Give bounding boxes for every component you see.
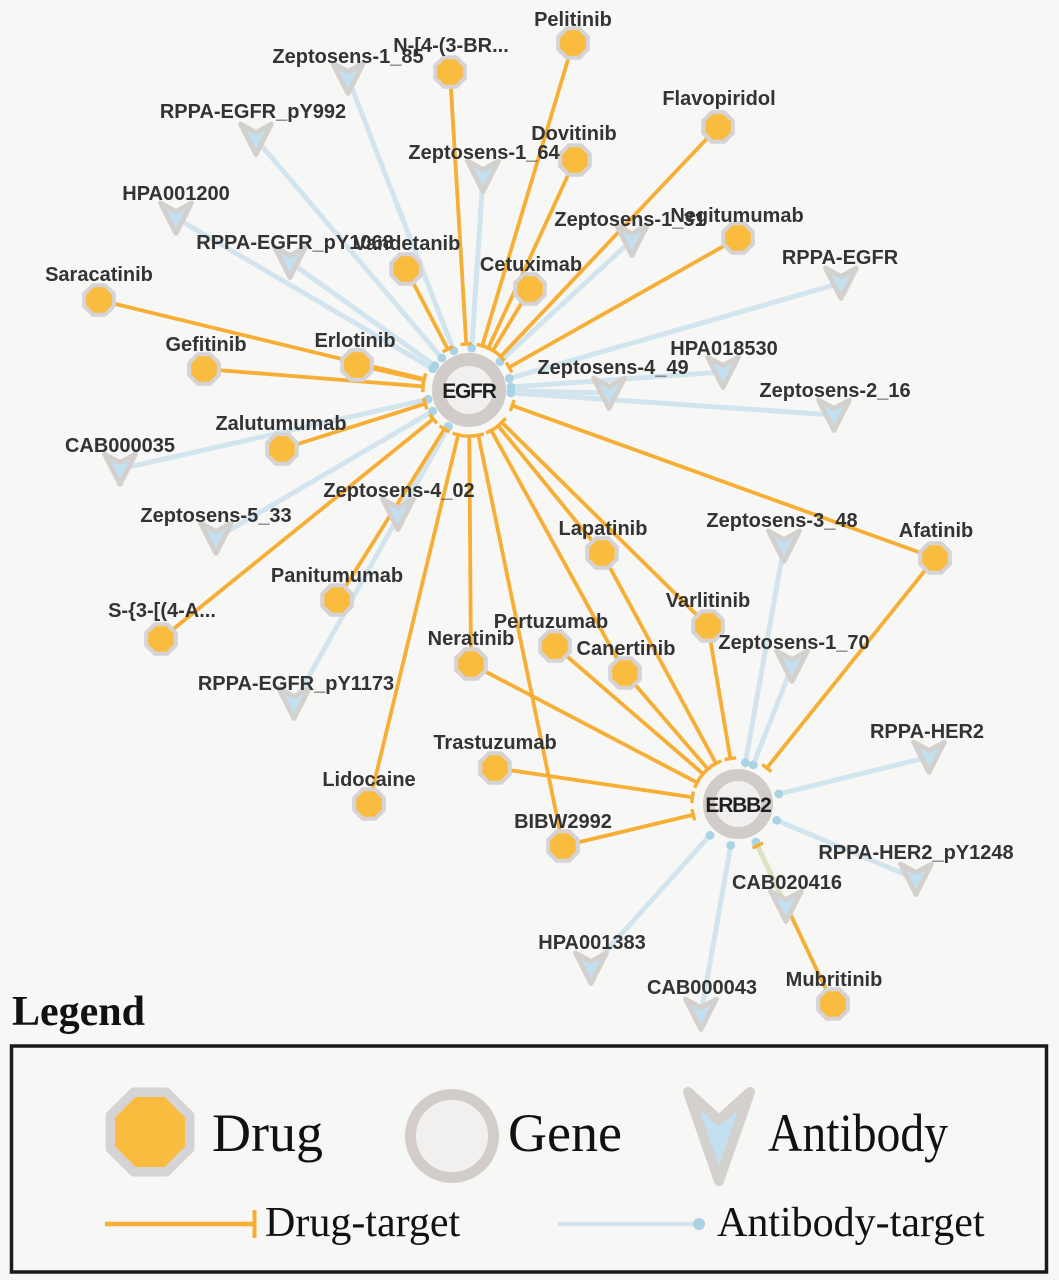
svg-text:Zeptosens-1_64: Zeptosens-1_64 (408, 142, 560, 164)
svg-text:Zeptosens-4_49: Zeptosens-4_49 (537, 357, 688, 379)
svg-text:CAB000043: CAB000043 (647, 977, 757, 999)
svg-text:RPPA-EGFR_pY992: RPPA-EGFR_pY992 (160, 101, 346, 123)
svg-text:RPPA-EGFR_pY1173: RPPA-EGFR_pY1173 (198, 673, 394, 695)
svg-text:Pelitinib: Pelitinib (534, 9, 612, 31)
svg-text:RPPA-EGFR: RPPA-EGFR (782, 247, 899, 269)
svg-text:Erlotinib: Erlotinib (314, 330, 395, 352)
svg-text:S-{3-[(4-A...: S-{3-[(4-A... (108, 600, 216, 622)
svg-text:Canertinib: Canertinib (577, 638, 676, 660)
svg-text:Zeptosens-1_85: Zeptosens-1_85 (272, 46, 423, 68)
svg-text:Dovitinib: Dovitinib (531, 123, 617, 145)
svg-text:Flavopiridol: Flavopiridol (662, 88, 775, 110)
svg-text:Zeptosens-4_02: Zeptosens-4_02 (323, 480, 474, 502)
svg-text:Pertuzumab: Pertuzumab (494, 611, 608, 633)
svg-text:RPPA-HER2: RPPA-HER2 (870, 721, 984, 743)
svg-text:RPPA-HER2_pY1248: RPPA-HER2_pY1248 (818, 842, 1013, 864)
svg-text:ERBB2: ERBB2 (705, 794, 771, 817)
svg-text:Varlitinib: Varlitinib (666, 590, 750, 612)
svg-text:Antibody-target: Antibody-target (717, 1200, 985, 1246)
svg-text:Cetuximab: Cetuximab (480, 254, 582, 276)
svg-text:N-[4-(3-BR...: N-[4-(3-BR... (393, 35, 509, 57)
svg-text:Saracatinib: Saracatinib (45, 264, 153, 286)
svg-text:Vandetanib: Vandetanib (354, 233, 461, 255)
svg-text:Afatinib: Afatinib (899, 520, 973, 542)
svg-text:Neratinib: Neratinib (428, 628, 515, 650)
svg-text:Zeptosens-3_48: Zeptosens-3_48 (706, 510, 857, 532)
svg-text:Lapatinib: Lapatinib (559, 518, 648, 540)
svg-text:Antibody: Antibody (768, 1103, 948, 1163)
svg-text:Trastuzumab: Trastuzumab (433, 732, 556, 754)
svg-text:Gefitinib: Gefitinib (165, 334, 246, 356)
svg-text:Legend: Legend (12, 989, 145, 1035)
svg-text:Zeptosens-5_33: Zeptosens-5_33 (140, 505, 291, 527)
svg-text:CAB020416: CAB020416 (732, 872, 842, 894)
svg-text:Gene: Gene (508, 1103, 622, 1163)
svg-text:HPA001383: HPA001383 (538, 932, 645, 954)
svg-text:EGFR: EGFR (442, 380, 497, 403)
svg-text:HPA018530: HPA018530 (670, 338, 777, 360)
svg-text:Lidocaine: Lidocaine (322, 769, 415, 791)
svg-text:Panitumumab: Panitumumab (271, 565, 403, 587)
svg-text:Zeptosens-2_16: Zeptosens-2_16 (759, 380, 910, 402)
svg-text:Mubritinib: Mubritinib (786, 969, 883, 991)
svg-text:Drug: Drug (212, 1103, 323, 1163)
svg-text:Zeptosens-1_70: Zeptosens-1_70 (718, 632, 869, 654)
svg-text:Drug-target: Drug-target (265, 1200, 460, 1246)
svg-text:Negitumumab: Negitumumab (670, 205, 803, 227)
svg-text:Zalutumumab: Zalutumumab (215, 413, 346, 435)
svg-text:RPPA-EGFR_pY1068: RPPA-EGFR_pY1068 (196, 232, 393, 254)
svg-text:CAB000035: CAB000035 (65, 435, 175, 457)
svg-text:Zeptosens-1_31: Zeptosens-1_31 (554, 209, 705, 231)
svg-text:BIBW2992: BIBW2992 (514, 811, 612, 833)
svg-text:HPA001200: HPA001200 (122, 183, 229, 205)
